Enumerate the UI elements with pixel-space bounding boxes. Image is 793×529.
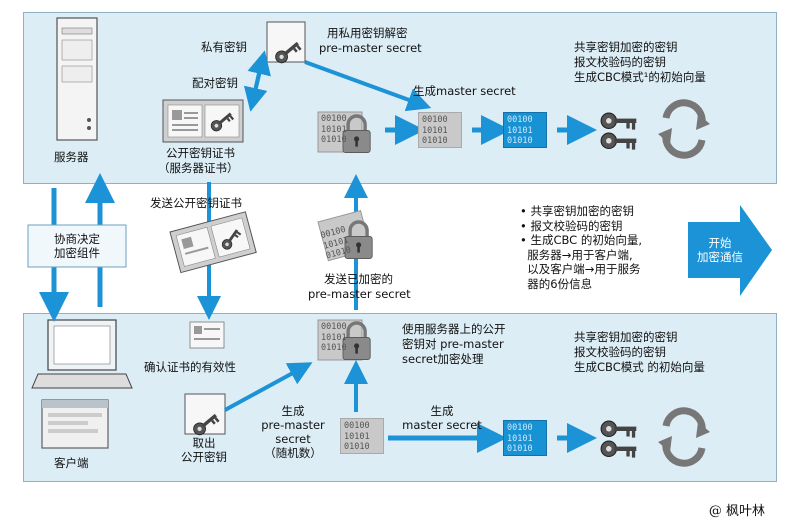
cert-label-2: （服务器证书） xyxy=(158,161,239,175)
bullet-item: • 报文校验码的密钥 xyxy=(520,218,623,233)
send-pms-label-1: 发送已加密的 xyxy=(324,272,393,286)
browser-window-icon xyxy=(41,399,109,449)
laptop-icon xyxy=(31,319,133,389)
server-certificate-icon xyxy=(162,99,244,143)
verify-label: 确认证书的有效性 xyxy=(144,360,236,374)
encrypt-label-3: secret加密处理 xyxy=(402,352,484,366)
watermark: @ 枫叶林 xyxy=(708,504,765,519)
certificate-verify-icon xyxy=(189,321,225,349)
keys-note-bottom-2: 报文校验码的密钥 xyxy=(574,345,666,359)
decrypt-label-2: pre-master secret xyxy=(319,41,422,55)
bullet-item: • 共享密钥加密的密钥 xyxy=(520,204,634,218)
keys-note-top-3: 生成CBC模式¹的初始向量 xyxy=(574,70,706,84)
extract-label: 取出公开密钥 xyxy=(181,436,227,464)
bullet-item: 器的6份信息 xyxy=(520,276,593,291)
send-cert-label: 发送公开密钥证书 xyxy=(150,196,242,210)
private-key-label: 私有密钥 xyxy=(201,40,247,54)
sent-certificate-icon xyxy=(169,211,257,274)
negotiate-label: 协商决定加密组件 xyxy=(54,232,100,260)
keys-note-top-1: 共享密钥加密的密钥 xyxy=(574,40,678,54)
session-keys-top-icon xyxy=(600,112,637,151)
encrypted-chip-top-icon xyxy=(317,111,372,155)
keys-note-bottom-1: 共享密钥加密的密钥 xyxy=(574,330,678,344)
decrypt-label-1: 用私用密钥解密 xyxy=(327,26,408,40)
encrypt-label-2: 密钥对 pre-master xyxy=(402,337,504,351)
derived-keys-list: • 共享密钥加密的密钥 • 报文校验码的密钥 • 生成CBC 的初始向量, 服务… xyxy=(520,204,642,291)
bullet-item: • 生成CBC 的初始向量, xyxy=(520,233,642,247)
encrypted-chip-bottom-icon xyxy=(317,319,372,362)
start-encrypted-arrow xyxy=(688,205,772,296)
refresh-top-icon xyxy=(658,99,710,159)
client-label: 客户端 xyxy=(54,456,89,470)
client-panel xyxy=(23,313,777,482)
gen-master-label-top: 生成master secret xyxy=(413,84,516,98)
server-label: 服务器 xyxy=(54,150,89,164)
cert-label-1: 公开密钥证书 xyxy=(166,146,235,160)
keys-note-top-2: 报文校验码的密钥 xyxy=(574,55,666,69)
send-pms-label-2: pre-master secret xyxy=(308,287,411,301)
keys-note-bottom-3: 生成CBC模式 的初始向量 xyxy=(574,360,705,374)
private-key-icon xyxy=(266,21,306,67)
bullet-item: 以及客户端→用于服务 xyxy=(520,262,641,276)
start-encrypted-label: 开始加密通信 xyxy=(697,236,743,264)
encrypt-label-1: 使用服务器上的公开 xyxy=(402,322,506,336)
pair-key-label: 配对密钥 xyxy=(192,76,238,90)
refresh-bottom-icon xyxy=(658,407,710,467)
bullet-item: 服务器→用于客户端, xyxy=(520,247,633,262)
session-keys-bottom-icon xyxy=(600,420,637,459)
server-icon xyxy=(56,17,98,141)
public-key-icon xyxy=(184,393,226,439)
